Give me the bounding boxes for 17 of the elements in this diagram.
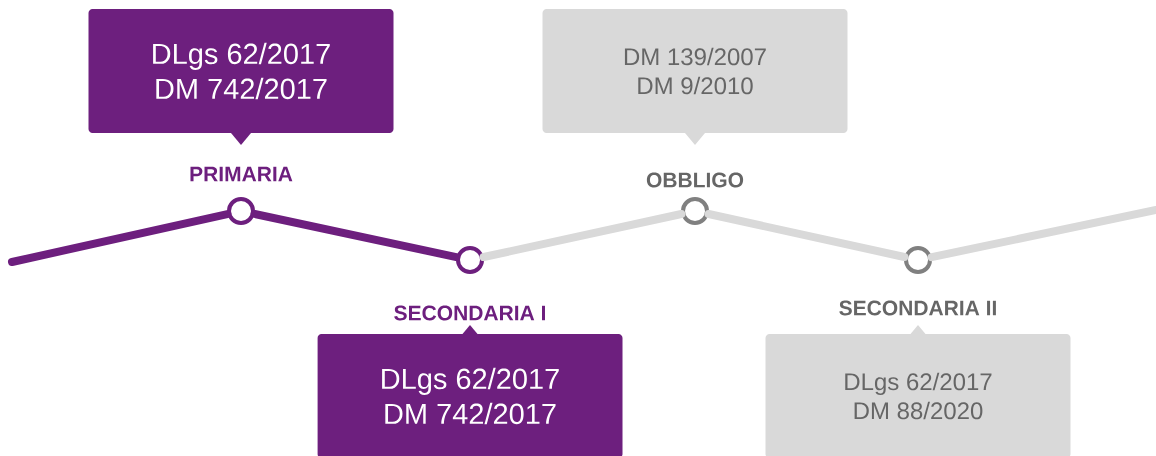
callout-box: DM 139/2007 DM 9/2010 bbox=[542, 9, 848, 145]
timeline-line bbox=[927, 206, 1156, 262]
stage-label: PRIMARIA bbox=[190, 166, 293, 182]
stage-label: OBBLIGO bbox=[646, 172, 744, 188]
callout-box: DLgs 62/2017 DM 742/2017 bbox=[88, 9, 394, 145]
callout-box: DLgs 62/2017 DM 88/2020 bbox=[765, 325, 1071, 456]
timeline-line bbox=[704, 210, 909, 261]
stage-label: SECONDARIA II bbox=[839, 300, 996, 316]
timeline-dot bbox=[681, 197, 709, 225]
callout-box: DLgs 62/2017 DM 742/2017 bbox=[317, 325, 623, 456]
timeline-dot bbox=[456, 246, 484, 274]
timeline-line bbox=[250, 209, 461, 262]
timeline-line bbox=[479, 210, 686, 261]
timeline-dot bbox=[227, 197, 255, 225]
stage-label: SECONDARIA I bbox=[394, 305, 545, 321]
timeline-dot bbox=[904, 246, 932, 274]
timeline-line bbox=[8, 210, 232, 266]
